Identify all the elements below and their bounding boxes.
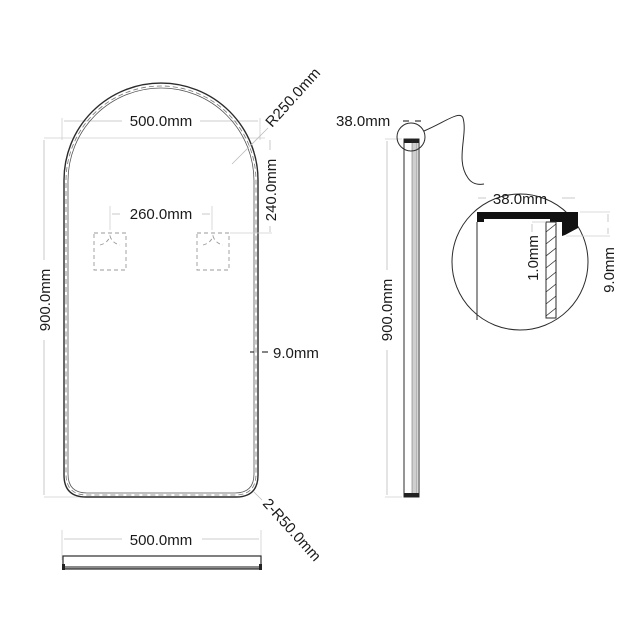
- front-width-label: 500.0mm: [130, 113, 193, 130]
- bottom-view: 500.0mm: [61, 530, 262, 570]
- side-height-label: 900.0mm: [379, 279, 396, 342]
- detail-view: 38.0mm 1.0mm 9.0mm: [451, 191, 618, 331]
- lip-height-label: 9.0mm: [601, 247, 618, 293]
- front-height-label: 900.0mm: [37, 269, 54, 332]
- detail-callout-circle: [396, 122, 426, 152]
- arc-height-label: 240.0mm: [263, 159, 280, 222]
- hanger-bracket-right: [196, 232, 230, 271]
- top-radius-label: R250.0mm: [262, 65, 324, 131]
- bottom-radius-label: 2-R50.0mm: [259, 495, 324, 565]
- detail-depth-label: 38.0mm: [493, 191, 547, 208]
- glass-thickness-label: 1.0mm: [525, 235, 542, 281]
- front-view: 500.0mm 900.0mm R250.0mm 240.0mm 260.0mm: [37, 65, 324, 565]
- side-depth-label: 38.0mm: [336, 113, 390, 130]
- hanger-bracket-left: [93, 232, 127, 271]
- bottom-width-label: 500.0mm: [130, 532, 193, 549]
- frame-width-label: 9.0mm: [273, 345, 319, 362]
- hanger-spacing-label: 260.0mm: [130, 206, 193, 223]
- side-view: 38.0mm 900.0mm: [336, 113, 485, 498]
